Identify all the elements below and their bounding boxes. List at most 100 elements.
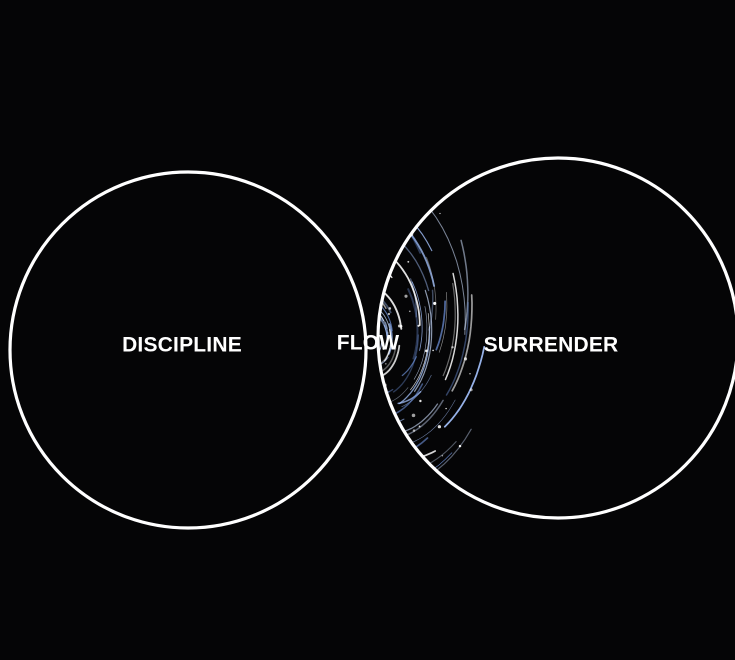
swirl-star (315, 486, 318, 489)
swirl-star (336, 412, 338, 414)
swirl-streak (279, 246, 340, 352)
swirl-star (372, 486, 376, 490)
swirl-star (362, 362, 364, 364)
swirl-streak (338, 359, 346, 393)
swirl-streak (395, 261, 421, 327)
discipline-circle (8, 170, 368, 530)
swirl-streak (298, 309, 316, 353)
swirl-star (397, 324, 401, 328)
swirl-streak (309, 305, 323, 395)
swirl-streak (378, 445, 412, 455)
swirl-streak (378, 312, 389, 341)
swirl-star (367, 312, 370, 315)
swirl-streak (368, 360, 376, 362)
swirl-star (412, 429, 416, 432)
swirl-streak (319, 341, 327, 405)
swirl-streak (276, 357, 332, 501)
swirl-star (353, 325, 356, 328)
swirl-streak (366, 369, 375, 374)
swirl-star (374, 379, 376, 381)
swirl-streak (289, 395, 310, 474)
swirl-star (371, 187, 373, 189)
swirl-streak (310, 288, 334, 310)
swirl-star (371, 314, 374, 317)
surrender-label: SURRENDER (483, 333, 619, 357)
swirl-streak (350, 356, 363, 382)
swirl-star (404, 294, 408, 298)
swirl-star (463, 357, 468, 361)
swirl-star (254, 325, 256, 327)
swirl-streak (378, 312, 380, 323)
swirl-streak (378, 446, 395, 477)
swirl-streak (387, 212, 436, 287)
swirl-streak (262, 254, 305, 314)
swirl-star (330, 209, 333, 212)
swirl-star (288, 393, 290, 395)
swirl-streak (307, 334, 331, 435)
swirl-streak (451, 294, 473, 392)
swirl-streak (401, 374, 432, 408)
swirl-star (408, 310, 411, 313)
swirl-streak (398, 326, 431, 405)
swirl-star (316, 325, 318, 327)
swirl-streak (322, 391, 336, 435)
swirl-star (336, 371, 338, 373)
swirl-streak (325, 412, 368, 460)
swirl-streak (402, 399, 456, 446)
swirl-star (394, 442, 398, 446)
swirl-star (378, 377, 381, 380)
swirl-star (344, 507, 345, 508)
swirl-star (352, 434, 353, 435)
swirl-streak (378, 428, 472, 489)
swirl-streak (442, 282, 456, 377)
swirl-streak (401, 356, 417, 377)
swirl-streak (378, 223, 430, 292)
swirl-streak (438, 291, 448, 353)
swirl-streak (350, 354, 358, 378)
swirl-streak (428, 289, 434, 331)
swirl-star (330, 276, 333, 279)
swirl-streak (297, 381, 314, 455)
swirl-star (432, 481, 435, 485)
discipline-label: DISCIPLINE (122, 333, 242, 357)
swirl-star (382, 347, 385, 350)
swirl-streak (319, 353, 354, 433)
swirl-streak (411, 281, 423, 351)
swirl-streak (300, 308, 312, 409)
swirl-star (433, 301, 437, 305)
swirl-streak (314, 330, 322, 377)
swirl-star (346, 320, 347, 321)
swirl-streak (379, 344, 401, 378)
swirl-star (381, 405, 383, 407)
swirl-star (265, 377, 267, 379)
swirl-star (362, 202, 366, 206)
swirl-streak (426, 256, 437, 320)
swirl-star (458, 444, 462, 448)
swirl-streak (445, 301, 469, 396)
swirl-star (378, 219, 380, 222)
flow-intersection (254, 184, 486, 508)
swirl-star (469, 388, 473, 392)
swirl-star (301, 206, 304, 209)
swirl-streak (444, 272, 459, 381)
swirl-streak (309, 276, 351, 325)
swirl-star (371, 366, 375, 370)
swirl-streak (299, 260, 331, 275)
swirl-streak (378, 209, 397, 237)
swirl-streak (312, 322, 322, 378)
swirl-streak (460, 239, 469, 331)
swirl-streak (355, 357, 358, 369)
swirl-streak (378, 483, 423, 499)
swirl-star (403, 491, 408, 496)
swirl-star (439, 212, 441, 215)
swirl-star (361, 205, 362, 206)
swirl-star (451, 346, 454, 349)
swirl-star (387, 312, 391, 316)
swirl-star (375, 370, 377, 372)
swirl-star (388, 307, 392, 310)
swirl-star (276, 303, 280, 307)
swirl-streak (378, 342, 382, 356)
swirl-streak (378, 367, 382, 373)
swirl-star (372, 300, 375, 303)
